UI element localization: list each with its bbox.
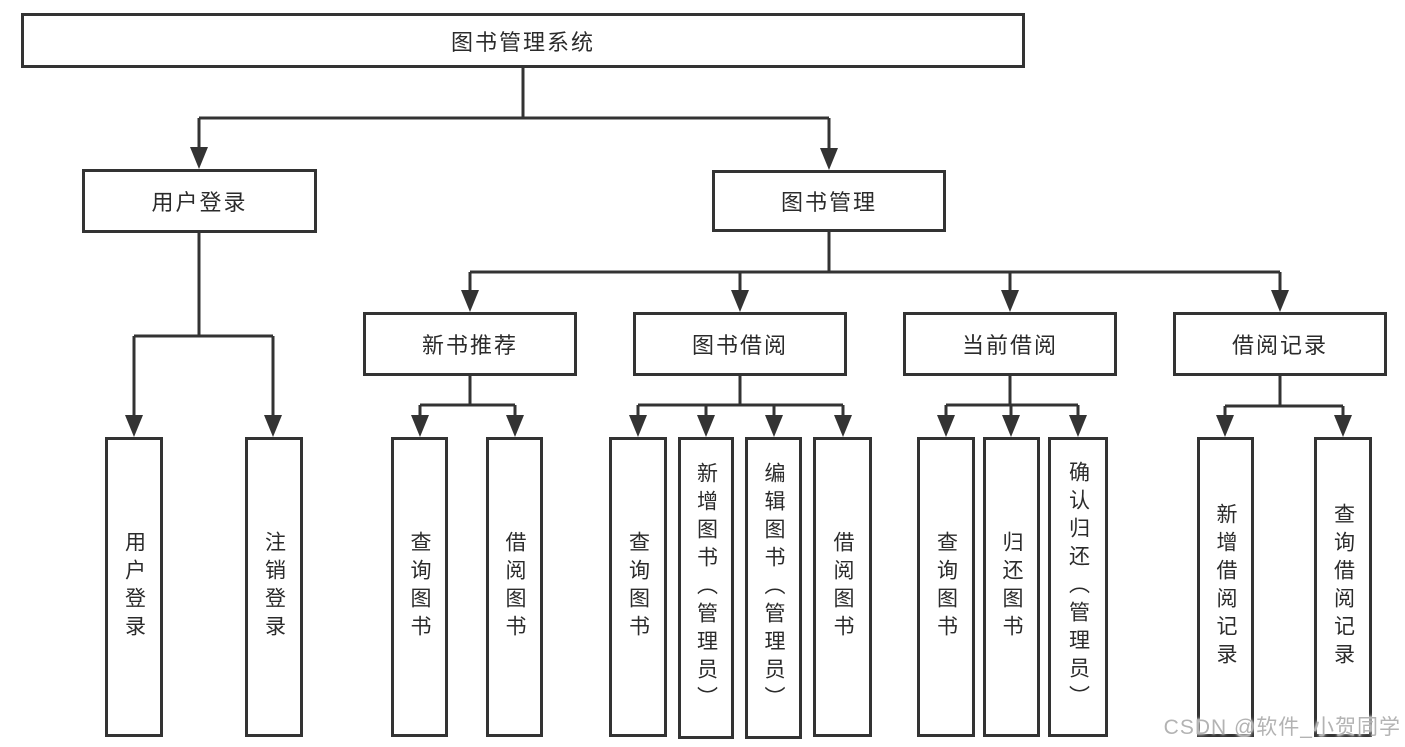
leaf-bb-query-books-label: 查询图书 xyxy=(626,531,650,643)
node-root: 图书管理系统 xyxy=(21,13,1025,68)
node-new-book-recommend-label: 新书推荐 xyxy=(421,333,518,358)
leaf-user-login: 用户登录 xyxy=(105,437,163,737)
leaf-user-login-label: 用户登录 xyxy=(122,531,146,643)
csdn-watermark: CSDN @软件_小贺同学 xyxy=(1163,716,1401,739)
node-root-label: 图书管理系统 xyxy=(450,29,595,55)
leaf-bb-query-books: 查询图书 xyxy=(609,437,667,737)
node-book-borrow-label: 图书借阅 xyxy=(691,333,788,358)
leaf-logout-label: 注销登录 xyxy=(262,531,286,643)
leaf-cb-return-books: 归还图书 xyxy=(983,437,1040,737)
leaf-br-add-record-label: 新增借阅记录 xyxy=(1214,503,1238,671)
leaf-bb-add-books-admin: 新增图书（管理员） xyxy=(678,437,734,739)
leaf-bb-edit-books-admin-label: 编辑图书（管理员） xyxy=(762,462,786,714)
node-borrow-records-label: 借阅记录 xyxy=(1231,333,1328,358)
leaf-cb-confirm-return-admin-label: 确认归还（管理员） xyxy=(1066,461,1090,713)
leaf-cb-return-books-label: 归还图书 xyxy=(1000,531,1024,643)
leaf-bb-edit-books-admin: 编辑图书（管理员） xyxy=(745,437,802,739)
node-current-borrow-label: 当前借阅 xyxy=(961,333,1058,358)
leaf-br-query-record-label: 查询借阅记录 xyxy=(1331,503,1355,671)
node-book-management-label: 图书管理 xyxy=(780,190,877,215)
node-user-login: 用户登录 xyxy=(82,169,317,233)
node-new-book-recommend: 新书推荐 xyxy=(363,312,577,376)
node-current-borrow: 当前借阅 xyxy=(903,312,1117,376)
node-book-borrow: 图书借阅 xyxy=(633,312,847,376)
node-borrow-records: 借阅记录 xyxy=(1173,312,1387,376)
leaf-nbr-borrow-books-label: 借阅图书 xyxy=(503,531,527,643)
leaf-cb-query-books-label: 查询图书 xyxy=(934,531,958,643)
leaf-bb-borrow-books: 借阅图书 xyxy=(813,437,872,737)
leaf-br-add-record: 新增借阅记录 xyxy=(1197,437,1254,737)
leaf-nbr-borrow-books: 借阅图书 xyxy=(486,437,543,737)
leaf-nbr-query-books: 查询图书 xyxy=(391,437,448,737)
leaf-nbr-query-books-label: 查询图书 xyxy=(408,531,432,643)
leaf-bb-add-books-admin-label: 新增图书（管理员） xyxy=(694,462,718,714)
leaf-cb-confirm-return-admin: 确认归还（管理员） xyxy=(1048,437,1108,737)
leaf-logout: 注销登录 xyxy=(245,437,303,737)
node-book-management: 图书管理 xyxy=(712,170,946,232)
node-user-login-label: 用户登录 xyxy=(151,190,248,215)
leaf-bb-borrow-books-label: 借阅图书 xyxy=(831,531,855,643)
leaf-cb-query-books: 查询图书 xyxy=(917,437,975,737)
leaf-br-query-record: 查询借阅记录 xyxy=(1314,437,1372,737)
